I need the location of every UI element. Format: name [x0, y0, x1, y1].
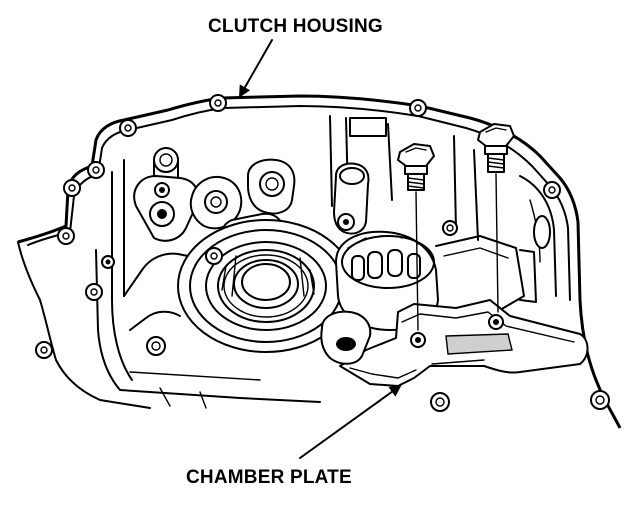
clutch-housing-label: CLUTCH HOUSING — [208, 16, 383, 37]
leader-arrows — [239, 39, 402, 459]
bolt-right — [477, 123, 515, 313]
housing-bosses — [85, 147, 370, 356]
chamber-plate-label: CHAMBER PLATE — [186, 467, 352, 488]
housing-inner-walls — [95, 115, 557, 409]
chamber-plate — [320, 299, 589, 387]
clutch-housing-arrow — [239, 39, 273, 98]
chamber-plate-arrow — [299, 384, 402, 459]
flange-bolt-holes — [35, 94, 610, 412]
main-bearing — [177, 219, 355, 353]
bolt-left — [397, 143, 435, 331]
